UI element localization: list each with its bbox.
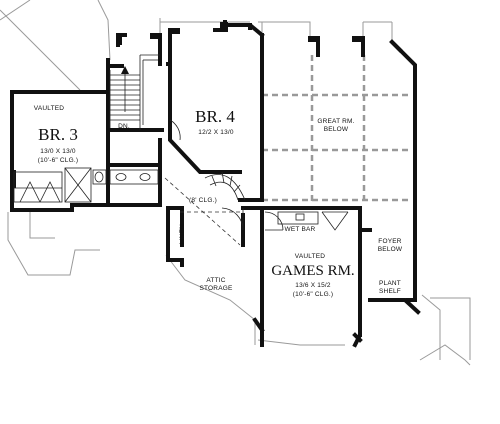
wet-bar-label: WET BAR — [285, 226, 316, 233]
room-labels: VAULTED BR. 3 13/0 X 13/0 (10'-6" CLG.) … — [34, 105, 403, 298]
great-room-label: GREAT RM. — [317, 118, 354, 125]
br4-name: BR. 4 — [195, 107, 235, 126]
games-clg: (10'-6" CLG.) — [293, 291, 333, 298]
hall-dashes — [164, 177, 241, 246]
stair — [109, 54, 160, 130]
plant-shelf-label-2: SHELF — [379, 288, 401, 295]
attic-storage: STORAGE — [199, 285, 233, 292]
roof-outline — [0, 0, 471, 366]
bath-fixtures — [64, 167, 159, 203]
windows — [10, 22, 364, 188]
attic-label: ATTIC — [206, 277, 225, 284]
games-name: GAMES RM. — [271, 263, 354, 279]
foyer-label: FOYER — [378, 238, 401, 245]
stair-down-label: DN. — [118, 123, 130, 130]
br3-dims: 13/0 X 13/0 — [40, 148, 76, 155]
br4-dims: 12/2 X 13/0 — [198, 129, 234, 136]
hall-ceiling-label: (8' CLG.) — [189, 197, 217, 204]
doors — [169, 119, 284, 231]
br3-clg: (10'-6" CLG.) — [38, 157, 78, 164]
foyer-below: BELOW — [378, 246, 403, 253]
wet-bar-counter — [277, 211, 349, 231]
br3-name: BR. 3 — [38, 125, 78, 144]
games-dims: 13/6 X 15/2 — [295, 282, 331, 289]
br3-closet — [13, 171, 63, 203]
br3-vaulted: VAULTED — [34, 105, 65, 112]
plant-shelf-label: PLANT — [379, 280, 401, 287]
great-room-below: BELOW — [324, 126, 349, 133]
games-vaulted: VAULTED — [295, 253, 326, 260]
curved-stair — [204, 171, 246, 201]
linen-label: LINEN — [179, 224, 186, 244]
